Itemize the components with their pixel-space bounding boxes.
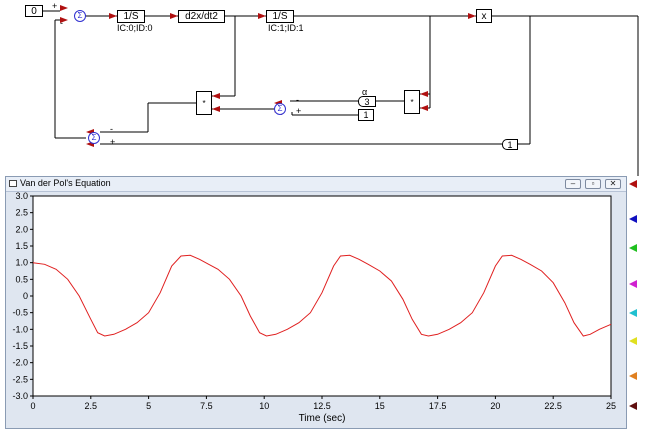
line-chart: 3.0 2.5 2.0 1.5 1.0 0.5 0 -0.5 -1.0 -1.5 -2.0 -2.5 -… [12,191,616,424]
y-tick-label: 0 [23,291,28,301]
restore-button[interactable]: ▫ [585,179,601,189]
y-tick-label: 2.5 [15,208,28,218]
window-titlebar[interactable]: Van der Pol's Equation – ▫ ✕ [6,177,626,192]
output-x-block[interactable]: x [476,9,492,23]
sum1-plus-sign: + [52,1,58,11]
window-title: Van der Pol's Equation [20,178,111,188]
sum3-minus-sign: - [110,124,113,134]
alpha-gain-block[interactable]: 3 [358,96,376,107]
port-marker-1 [629,180,637,188]
x-axis-label: Time (sec) [299,413,346,424]
x-tick-label: 2.5 [85,401,98,411]
x-tick-label: 25 [606,401,616,411]
y-tick-label: 2.0 [15,224,28,234]
y-tick-label: 1.0 [15,258,28,268]
plot-area [32,195,612,397]
y-tick-label: 1.5 [15,241,28,251]
x-tick-label: 22.5 [544,401,562,411]
port-marker-8 [629,402,637,410]
x-tick-label: 0 [30,401,35,411]
sum3-plus-sign: + [110,137,116,147]
multiplier-2-block[interactable]: * [404,90,420,114]
x-tick-label: 10 [259,401,269,411]
sum2-plus-sign: + [296,106,302,116]
alpha-label: α [362,87,368,97]
close-button[interactable]: ✕ [605,179,621,189]
x-tick-label: 5 [146,401,151,411]
y-tick-label: -1.5 [12,341,28,351]
sum2-minus-sign: - [296,95,299,105]
port-marker-3 [629,244,637,252]
port-marker-4 [629,280,637,288]
integrator-2-block[interactable]: 1/S [266,10,294,23]
port-marker-2 [629,215,637,223]
x-tick-label: 20 [490,401,500,411]
block-diagram [43,5,639,176]
y-tick-label: -2.5 [12,374,28,384]
derivative-label-block[interactable]: d2x/dt2 [178,10,225,23]
x-tick-label: 17.5 [429,401,447,411]
x-tick-label: 7.5 [200,401,213,411]
window-app-icon [9,180,17,187]
x-tick-label: 15 [375,401,385,411]
series-line-1 [32,254,612,337]
integrator-2-ic-label: IC:1;ID:1 [268,23,304,33]
port-marker-6 [629,337,637,345]
y-tick-label: -0.5 [12,308,28,318]
y-tick-label: -2.0 [12,358,28,368]
minimize-button[interactable]: – [565,179,581,189]
port-marker-7 [629,372,637,380]
sum1-minus-sign: - [60,18,63,28]
integrator-1-ic-label: IC:0;ID:0 [117,23,153,33]
sum-junction-3[interactable]: Σ [88,132,100,144]
plot-window[interactable]: Van der Pol's Equation – ▫ ✕ 3.0 2.5 2.0 1.… [5,176,627,429]
feedback-gain-block[interactable]: 1 [502,139,518,150]
y-tick-label: 0.5 [15,274,28,284]
port-marker-5 [629,309,637,317]
sum-junction-1[interactable]: Σ [74,10,86,22]
integrator-1-block[interactable]: 1/S [117,10,145,23]
multiplier-1-block[interactable]: * [196,91,212,115]
x-tick-label: 12.5 [313,401,331,411]
port-markers [629,180,637,410]
constant-one-block[interactable]: 1 [358,109,374,121]
constant-zero-block[interactable]: 0 [25,5,43,17]
y-tick-label: -1.0 [12,324,28,334]
sum-junction-2[interactable]: Σ [274,103,286,115]
y-tick-label: 3.0 [15,191,28,201]
y-tick-label: -3.0 [12,391,28,401]
